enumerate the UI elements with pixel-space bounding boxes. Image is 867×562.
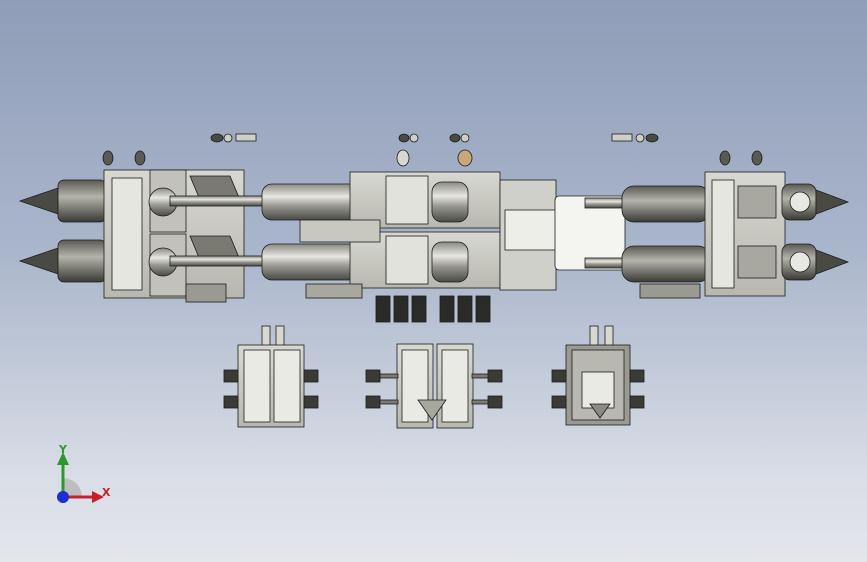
clamp-handles[interactable] [102,149,763,167]
right-frame[interactable] [639,171,786,299]
front-end-view-center[interactable] [365,343,503,429]
reference-triad [57,452,104,503]
left-nozzle-upper[interactable] [18,179,107,223]
connector-row[interactable] [375,295,491,323]
fastener-set-left[interactable] [210,133,257,143]
fastener-set-center-1[interactable] [398,133,419,143]
main-cylinder-upper[interactable] [169,171,501,229]
right-nozzle-lower[interactable] [781,243,850,281]
y-axis-label: Y [59,443,67,456]
front-end-view-left[interactable] [223,325,319,428]
x-axis-label: X [102,486,111,499]
x-axis-arrow-icon [92,491,104,503]
mounting-plate[interactable] [554,195,626,271]
y-axis-arrow-icon [57,452,69,465]
main-cylinder-lower[interactable] [169,231,501,289]
fastener-set-center-2[interactable] [449,133,470,143]
main-assembly-top-view[interactable] [18,133,850,323]
fastener-set-right[interactable] [611,133,659,143]
right-nozzle-upper[interactable] [781,183,850,221]
left-nozzle-lower[interactable] [18,239,107,283]
z-axis-dot-icon [57,491,69,503]
left-frame[interactable] [103,169,245,303]
front-end-view-right[interactable] [551,325,645,426]
